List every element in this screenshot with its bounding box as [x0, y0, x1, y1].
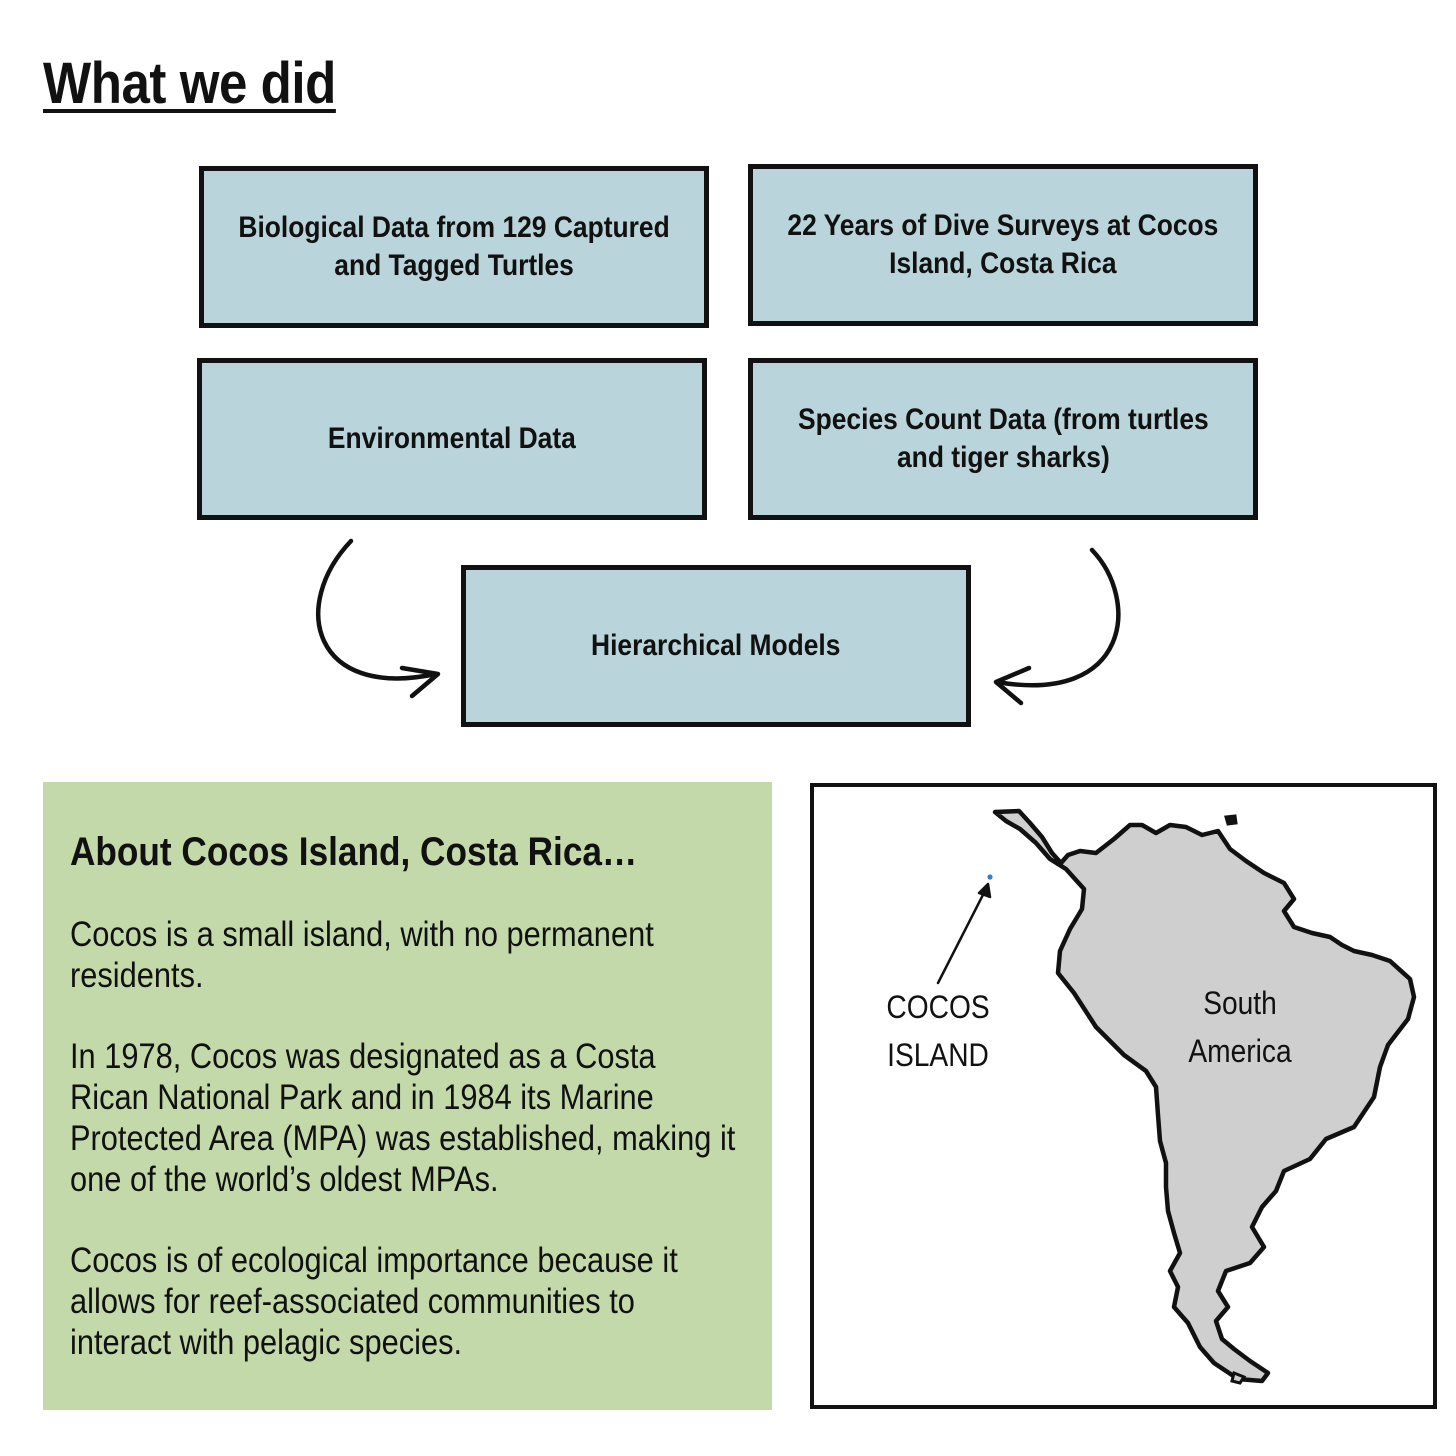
right-curved-arrow [994, 547, 1121, 688]
south-america-label: South America [1188, 985, 1292, 1069]
dive-surveys-label: 22 Years of Dive Surveys at Cocos Island… [787, 209, 1219, 280]
falkland-islet [1230, 1370, 1247, 1385]
species-count-label: Species Count Data (from turtles and tig… [797, 403, 1209, 474]
species-count-box: Species Count Data (from turtles and tig… [748, 358, 1258, 520]
dive-surveys-box: 22 Years of Dive Surveys at Cocos Island… [748, 164, 1258, 326]
about-paragraph-ecology: Cocos is of ecological importance becaus… [70, 1241, 678, 1362]
about-paragraph-history: In 1978, Cocos was designated as a Costa… [70, 1037, 736, 1199]
about-cocos-content: About Cocos Island, Costa Rica… Cocos is… [70, 826, 739, 1403]
left-curved-arrow [316, 538, 439, 681]
map-panel: COCOS ISLAND South America [810, 783, 1437, 1409]
cocos-island-label: COCOS ISLAND [886, 989, 990, 1073]
south-america-map [936, 808, 1417, 1385]
page-title: What we did [43, 51, 336, 116]
about-cocos-panel: About Cocos Island, Costa Rica… Cocos is… [43, 782, 772, 1410]
about-paragraph-residents: Cocos is a small island, with no permane… [70, 915, 654, 995]
trinidad-islet [1224, 814, 1238, 826]
hierarchical-models-box: Hierarchical Models [461, 565, 971, 727]
biological-data-label: Biological Data from 129 Captured and Ta… [238, 211, 670, 282]
environmental-data-label: Environmental Data [328, 422, 576, 455]
cocos-island-marker [987, 874, 993, 880]
left-arrowhead [399, 665, 441, 699]
right-arrowhead [993, 665, 1032, 706]
biological-data-box: Biological Data from 129 Captured and Ta… [199, 166, 709, 328]
cocos-pointer-line [936, 883, 990, 985]
hierarchical-models-label: Hierarchical Models [591, 629, 841, 662]
south-america-landmass [992, 808, 1417, 1384]
environmental-data-box: Environmental Data [197, 358, 707, 520]
about-heading: About Cocos Island, Costa Rica… [70, 830, 638, 874]
cocos-pointer-arrowhead [977, 882, 992, 899]
